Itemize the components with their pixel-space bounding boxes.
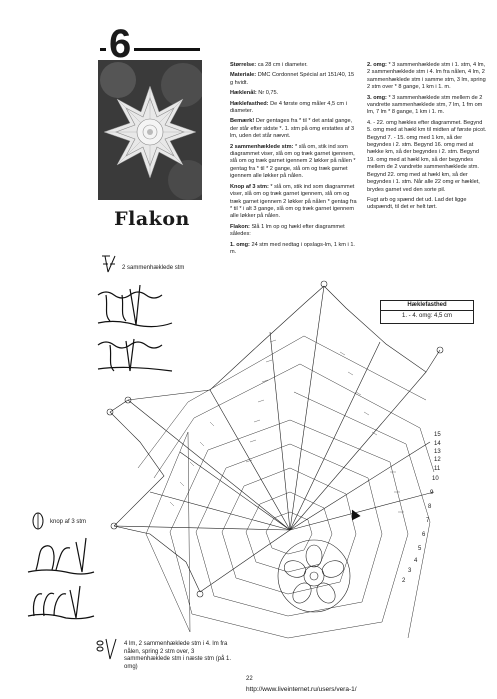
row-number: 7 xyxy=(426,518,430,524)
dc2tog-paragraph: 2 sammenhæklede stm: * slå om, stik ind … xyxy=(230,144,358,181)
round2-paragraph: 2. omg: * 3 sammenhæklede stm i 1. stm, … xyxy=(367,62,487,92)
round1-text: 24 stm med nedtag i opslags-lm, 1 km i 1… xyxy=(230,241,355,255)
material-paragraph: Materiale: DMC Cordonnet Spécial art 151… xyxy=(230,72,358,87)
row-number: 8 xyxy=(428,504,432,510)
start-arrow-icon xyxy=(351,509,361,521)
row-number: 10 xyxy=(432,476,439,482)
round2-text: * 3 sammenhæklede stm i 1. stm, 4 lm, 2 … xyxy=(367,62,486,91)
header-rule xyxy=(100,48,200,51)
note-paragraph: Bemærk! Der gentages fra * til * det ant… xyxy=(230,118,358,140)
dc2tog-symbol-icon xyxy=(102,255,116,273)
round2-label: 2. omg: xyxy=(367,62,387,68)
material-text: DMC Cordonnet Spécial art 151/40, 15 g h… xyxy=(230,72,355,86)
size-text: ca 28 cm i diameter. xyxy=(257,62,308,68)
pattern-number: 6 xyxy=(106,22,135,66)
finishing-paragraph: Fugt arb og spænd det ud. Lad det ligge … xyxy=(367,196,467,211)
gauge-box-value: 1. - 4. omg: 4,5 cm xyxy=(401,313,453,319)
dc2tog-legend-label: 2 sammenhæklede stm xyxy=(122,265,185,271)
row-number: 9 xyxy=(430,490,434,496)
row-number: 14 xyxy=(434,441,441,447)
row-number: 15 xyxy=(434,432,441,438)
row-number: 3 xyxy=(408,568,412,574)
size-paragraph: Størrelse: ca 28 cm i diameter. xyxy=(230,62,358,69)
pattern-title: Flakon xyxy=(114,208,190,230)
round1-paragraph: 1. omg: 24 stm med nedtag i opslags-lm, … xyxy=(230,242,358,257)
round1-label: 1. omg: xyxy=(230,241,250,248)
gauge-label: Hæklefasthed: xyxy=(230,100,269,107)
center-flower-motif xyxy=(277,539,351,613)
row-number: 2 xyxy=(402,578,406,584)
knot-paragraph: Knop af 3 stm: * slå om, stik ind som di… xyxy=(230,184,358,221)
row-number: 4 xyxy=(414,558,418,564)
flakon-paragraph: Flakon: Slå 1 lm op og hækl efter diagra… xyxy=(230,224,358,239)
size-label: Størrelse: xyxy=(230,62,257,68)
round3-paragraph: 3. omg: * 3 sammenhæklede stm mellem de … xyxy=(367,95,487,117)
round3-label: 3. omg: xyxy=(367,94,387,101)
rounds4-22-paragraph: 4. - 22. omg hækles efter diagrammet. Be… xyxy=(367,119,487,193)
knot-legend-label: knop af 3 stm xyxy=(50,519,87,525)
note-label: Bemærk! xyxy=(230,118,255,125)
knot-symbol-icon xyxy=(32,512,44,530)
doily-photo xyxy=(98,60,202,200)
flakon-text: Slå 1 lm op og hækl efter diagrammet sål… xyxy=(230,223,345,238)
gauge-paragraph: Hæklefasthed: De 4 første omg måler 4,5 … xyxy=(230,101,358,116)
crochet-chart-diagram xyxy=(106,280,444,639)
round3-text: * 3 sammenhæklede stm mellem de 2 vandre… xyxy=(367,94,483,116)
hook-label: Hæklenål: xyxy=(230,90,257,97)
knot-label: Knop af 3 stm: xyxy=(230,183,269,190)
gauge-text: De 4 første omg måler 4,5 cm i diameter. xyxy=(230,100,347,115)
row-number: 13 xyxy=(434,449,441,455)
pattern-number-bar: 6 xyxy=(100,22,200,66)
repeat-legend-label: 4 lm, 2 sammenhæklede stm i 4. lm fra nå… xyxy=(124,641,232,670)
dc2tog-technique-illustration xyxy=(97,285,173,372)
hook-paragraph: Hæklenål: Nr 0,75. xyxy=(230,90,358,97)
page-number: 22 xyxy=(246,676,253,682)
flakon-label: Flakon: xyxy=(230,223,250,230)
repeat-symbol-icon xyxy=(96,638,117,660)
instructions-column-1: Størrelse: ca 28 cm i diameter. Material… xyxy=(230,62,358,259)
row-number: 12 xyxy=(434,457,441,463)
knot-technique-illustration xyxy=(27,537,95,620)
gauge-box: Hæklefasthed 1. - 4. omg: 4,5 cm xyxy=(380,300,474,324)
material-label: Materiale: xyxy=(230,72,257,79)
row-number: 5 xyxy=(418,546,422,552)
gauge-box-title: Hæklefasthed xyxy=(381,301,473,311)
hook-text: Nr 0,75. xyxy=(258,90,279,97)
dc2tog-label: 2 sammenhæklede stm: xyxy=(230,143,294,150)
dc2tog-text: * slå om, stik ind som diagrammet viser,… xyxy=(230,143,356,180)
knot-text: * slå om, stik ind som diagrammet viser,… xyxy=(230,183,357,220)
row-number: 6 xyxy=(422,532,426,538)
row-number: 11 xyxy=(434,466,441,472)
source-url-watermark: http://www.liveinternet.ru/users/vera-1/ xyxy=(246,686,357,693)
instructions-column-2: 2. omg: * 3 sammenhæklede stm i 1. stm, … xyxy=(367,62,487,215)
note-text: Der gentages fra * til * det antal gange… xyxy=(230,118,355,140)
